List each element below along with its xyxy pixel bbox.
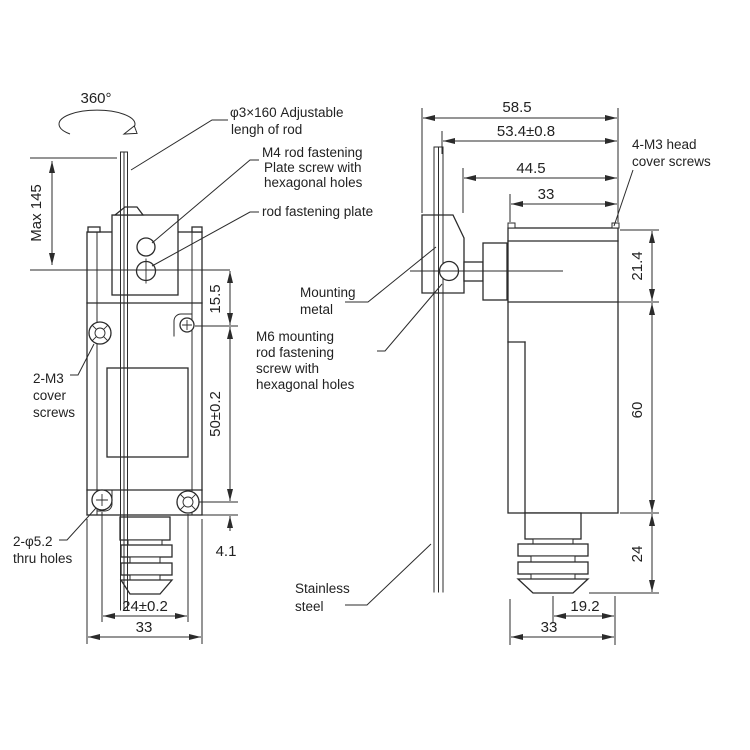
dim-4-1: 4.1 — [216, 543, 237, 560]
dim-19-2: 19.2 — [570, 598, 599, 615]
dim-58-5: 58.5 — [502, 99, 531, 116]
rod-label-line2: lengh of rod — [231, 122, 302, 137]
m4-label-line2: Plate screw with — [264, 160, 362, 175]
cover-screws-line2: cover — [33, 388, 67, 403]
dim-33-side-bottom: 33 — [541, 619, 558, 636]
thru-holes-line1: 2-φ5.2 — [13, 534, 53, 549]
front-view — [86, 151, 203, 611]
m6-label-line3: screw with — [256, 361, 319, 376]
cover-screw-top-left — [88, 321, 112, 345]
dim-max-145: Max 145 — [28, 184, 45, 242]
dim-24-side: 24 — [629, 546, 646, 563]
plunger-shaft — [463, 261, 484, 282]
thru-holes-line2: thru holes — [13, 551, 73, 566]
switch-body-side — [507, 222, 620, 514]
rotation-arrow — [58, 109, 138, 135]
plate-label: rod fastening plate — [262, 204, 373, 219]
cover-screw-bottom-right — [176, 490, 200, 514]
annotations: 360° Max 145 15.5 50±0.2 4.1 24±0.2 33 φ… — [13, 90, 711, 636]
rod-boss — [113, 206, 145, 216]
dim-53-4: 53.4±0.8 — [497, 123, 555, 140]
m4-screw-hole — [136, 237, 156, 257]
adjustable-rod-front — [120, 151, 128, 611]
thru-hole-bottom-left — [91, 489, 113, 511]
stainless-rod-side — [433, 146, 444, 593]
top-ear-left — [87, 226, 101, 233]
dimension-lines — [30, 108, 659, 645]
dim-33-front: 33 — [136, 619, 153, 636]
bellows-front — [119, 516, 174, 595]
rod-fastening-plate — [111, 206, 179, 296]
dim-50: 50±0.2 — [207, 391, 224, 437]
plunger-boss — [482, 242, 508, 301]
m6-label-line2: rod fastening — [256, 345, 334, 360]
top-ear-right — [191, 226, 203, 233]
dim-21-4: 21.4 — [629, 251, 646, 280]
rotation-label: 360° — [80, 90, 111, 107]
thru-hole-top-right — [179, 317, 195, 333]
head-screws-line2: cover screws — [632, 154, 711, 169]
dim-15-5: 15.5 — [207, 284, 224, 313]
m4-label-line3: hexagonal holes — [264, 175, 363, 190]
m6-label-line1: M6 mounting — [256, 329, 334, 344]
stainless-line1: Stainless — [295, 581, 350, 596]
mounting-metal-line2: metal — [300, 302, 333, 317]
dim-24: 24±0.2 — [122, 598, 168, 615]
m4-label-line1: M4 rod fastening — [262, 145, 363, 160]
head-screws-line1: 4-M3 head — [632, 137, 697, 152]
m6-label-line4: hexagonal holes — [256, 377, 355, 392]
head-screw-left — [507, 222, 516, 229]
cover-screws-line3: screws — [33, 405, 75, 420]
cover-screws-line1: 2-M3 — [33, 371, 64, 386]
stainless-line2: steel — [295, 599, 324, 614]
cover-recess — [106, 367, 189, 458]
rod-label-line1: φ3×160 Adjustable — [230, 105, 343, 120]
dim-44-5: 44.5 — [516, 160, 545, 177]
dim-60: 60 — [629, 402, 646, 419]
head-screw-right — [611, 222, 620, 229]
bellows-side — [516, 512, 590, 594]
mounting-metal-line1: Mounting — [300, 285, 356, 300]
side-view — [410, 146, 620, 594]
dim-33-side-top: 33 — [538, 186, 555, 203]
leader-lines — [59, 119, 634, 606]
